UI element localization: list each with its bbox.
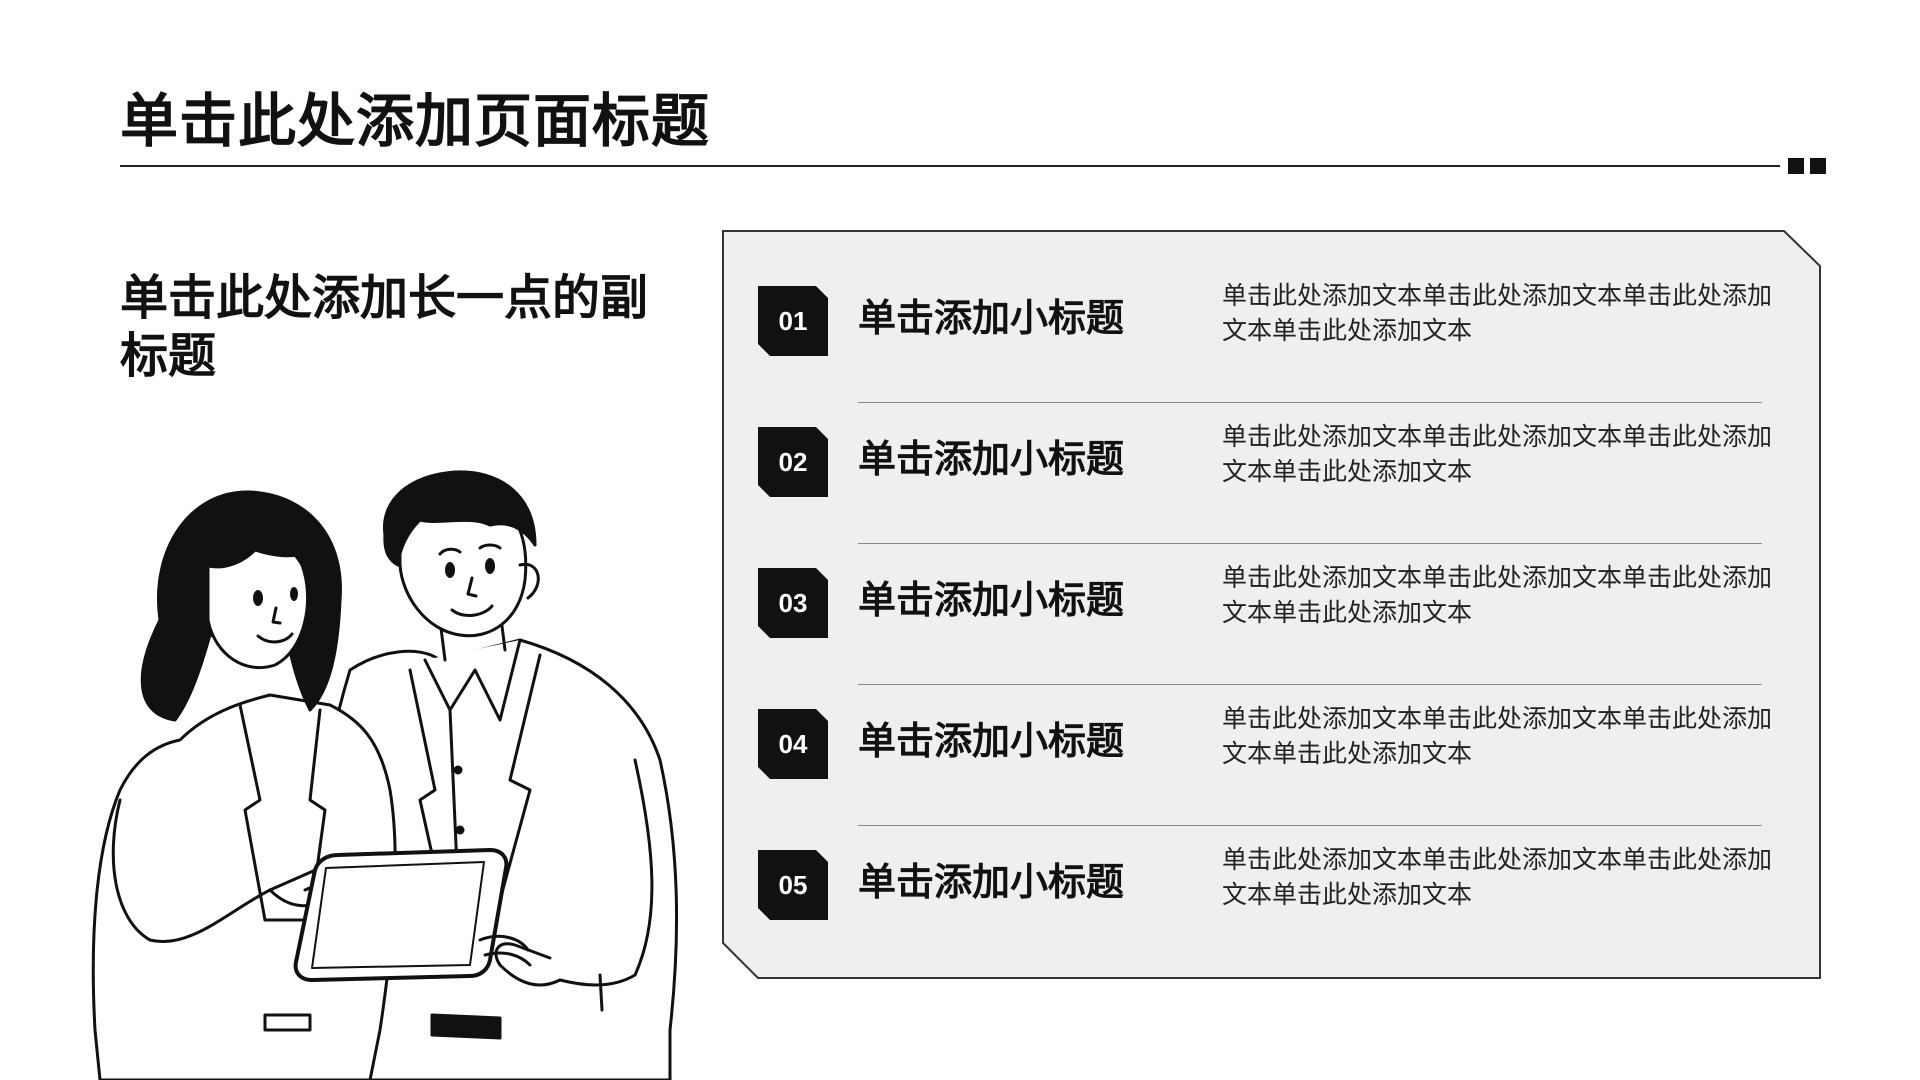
item-description[interactable]: 单击此处添加文本单击此处添加文本单击此处添加文本单击此处添加文本 — [1222, 704, 1773, 768]
item-number: 01 — [778, 306, 808, 336]
item-description[interactable]: 单击此处添加文本单击此处添加文本单击此处添加文本单击此处添加文本 — [1222, 281, 1773, 345]
item-divider — [858, 684, 1762, 685]
number-badge: 03 — [758, 568, 828, 638]
item-number: 02 — [778, 447, 808, 477]
content-panel: 01 单击添加小标题 单击此处添加文本单击此处添加文本单击此处添加文本单击此处添… — [722, 230, 1822, 980]
panel-background — [722, 230, 1821, 979]
list-item[interactable]: 03 单击添加小标题 单击此处添加文本单击此处添加文本单击此处添加文本单击此处添… — [758, 548, 1798, 685]
item-divider — [858, 825, 1762, 826]
item-title[interactable]: 单击添加小标题 — [858, 719, 1125, 763]
number-badge: 05 — [758, 850, 828, 920]
subtitle[interactable]: 单击此处添加长一点的副标题 — [120, 270, 649, 384]
item-divider — [858, 543, 1762, 544]
item-description[interactable]: 单击此处添加文本单击此处添加文本单击此处添加文本单击此处添加文本 — [1222, 563, 1773, 627]
item-number: 03 — [778, 588, 808, 618]
number-badge: 01 — [758, 286, 828, 356]
item-description[interactable]: 单击此处添加文本单击此处添加文本单击此处添加文本单击此处添加文本 — [1222, 845, 1773, 909]
page-title[interactable]: 单击此处添加页面标题 — [120, 87, 711, 155]
title-decor-square-1 — [1788, 158, 1804, 174]
item-description[interactable]: 单击此处添加文本单击此处添加文本单击此处添加文本单击此处添加文本 — [1222, 422, 1773, 486]
number-badge: 02 — [758, 427, 828, 497]
list-item[interactable]: 02 单击添加小标题 单击此处添加文本单击此处添加文本单击此处添加文本单击此处添… — [758, 407, 1798, 544]
list-item[interactable]: 01 单击添加小标题 单击此处添加文本单击此处添加文本单击此处添加文本单击此处添… — [758, 266, 1798, 403]
item-number: 05 — [778, 870, 808, 900]
item-divider — [858, 402, 1762, 403]
item-title[interactable]: 单击添加小标题 — [858, 860, 1125, 904]
two-people-with-tablet-illustration — [80, 470, 720, 1080]
title-underline — [120, 165, 1780, 167]
list-item[interactable]: 04 单击添加小标题 单击此处添加文本单击此处添加文本单击此处添加文本单击此处添… — [758, 689, 1798, 826]
list-item[interactable]: 05 单击添加小标题 单击此处添加文本单击此处添加文本单击此处添加文本单击此处添… — [758, 830, 1798, 940]
item-title[interactable]: 单击添加小标题 — [858, 296, 1125, 340]
number-badge: 04 — [758, 709, 828, 779]
title-decor-square-2 — [1810, 158, 1826, 174]
item-title[interactable]: 单击添加小标题 — [858, 437, 1125, 481]
item-number: 04 — [778, 729, 808, 759]
item-title[interactable]: 单击添加小标题 — [858, 578, 1125, 622]
